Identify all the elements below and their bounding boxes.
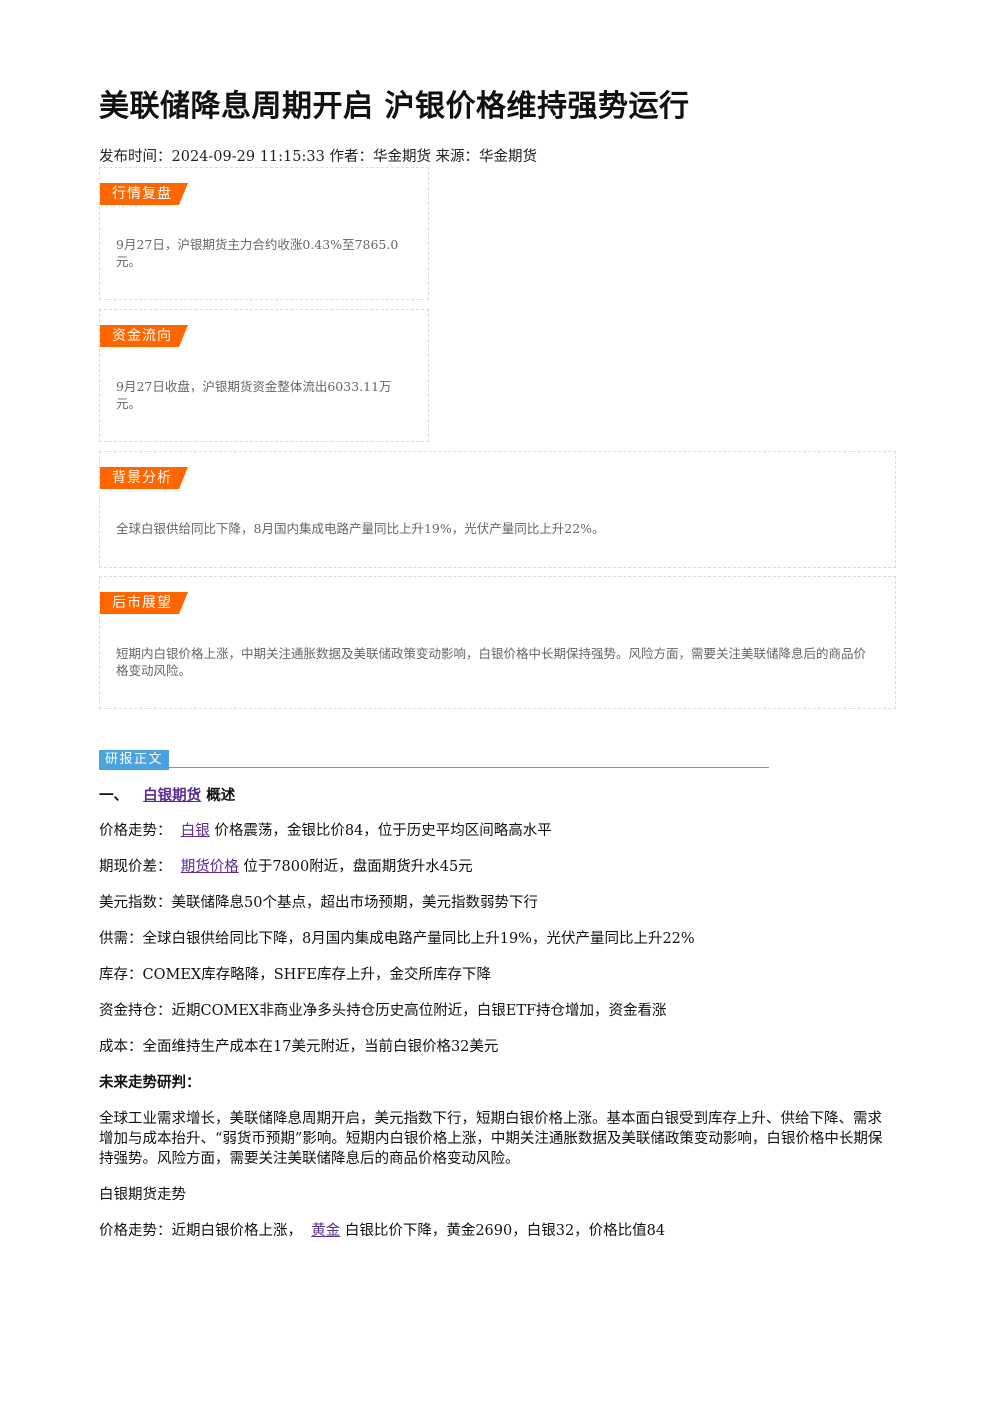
cost-line: 成本：全面维持生产成本在17美元附近，当前白银价格32美元 <box>99 1039 499 1055</box>
price-trend-line: 价格走势： 白银 价格震荡，金银比价84，位于历史平均区间略高水平 <box>99 821 889 841</box>
price-trend-suffix: 价格震荡，金银比价84，位于历史平均区间略高水平 <box>214 823 552 839</box>
outlook-heading: 未来走势研判： <box>99 1075 201 1091</box>
usd-index-line: 美元指数：美联储降息50个基点，超出市场预期，美元指数弱势下行 <box>99 895 538 911</box>
market-review-text: 9月27日，沪银期货主力合约收涨0.43%至7865.0元。 <box>116 237 399 269</box>
basis-line: 期现价差： 期货价格 位于7800附近，盘面期货升水45元 <box>99 857 889 877</box>
price-trend-prefix: 价格走势： <box>99 823 172 839</box>
page-title: 美联储降息周期开启 沪银价格维持强势运行 <box>99 89 690 124</box>
outlook-box: 后市展望 短期内白银价格上涨，中期关注通胀数据及美联储政策变动影响，白银价格中长… <box>99 576 896 709</box>
price-trend2-prefix: 价格走势：近期白银价格上涨， <box>99 1223 302 1239</box>
outlook-paragraph: 全球工业需求增长，美联储降息周期开启，美元指数下行，短期白银价格上涨。基本面白银… <box>99 1111 883 1167</box>
market-review-tag: 行情复盘 <box>100 183 188 205</box>
price-trend2-suffix: 白银比价下降，黄金2690，白银32，价格比值84 <box>344 1223 666 1239</box>
background-analysis-tag: 背景分析 <box>100 467 188 489</box>
fund-flow-text: 9月27日收盘，沪银期货资金整体流出6033.11万元。 <box>116 379 392 411</box>
fund-flow-box: 资金流向 9月27日收盘，沪银期货资金整体流出6033.11万元。 <box>99 309 429 442</box>
futures-price-link[interactable]: 期货价格 <box>180 859 239 875</box>
gold-link[interactable]: 黄金 <box>311 1223 341 1239</box>
positions-line: 资金持仓：近期COMEX非商业净多头持仓历史高位附近，白银ETF持仓增加，资金看… <box>99 1003 667 1019</box>
basis-suffix: 位于7800附近，盘面期货升水45元 <box>243 859 473 875</box>
inventory-line: 库存：COMEX库存略降，SHFE库存上升，金交所库存下降 <box>99 967 491 983</box>
market-review-box: 行情复盘 9月27日，沪银期货主力合约收涨0.43%至7865.0元。 <box>99 167 429 300</box>
article-meta: 发布时间：2024-09-29 11:15:33 作者：华金期货 来源：华金期货 <box>99 149 538 165</box>
heading-prefix: 一、 <box>99 788 128 804</box>
basis-prefix: 期现价差： <box>99 859 172 875</box>
outlook-text: 短期内白银价格上涨，中期关注通胀数据及美联储政策变动影响，白银价格中长期保持强势… <box>116 646 867 678</box>
section-label: 研报正文 <box>99 750 170 770</box>
fund-flow-tag: 资金流向 <box>100 325 188 347</box>
silver-link[interactable]: 白银 <box>180 823 210 839</box>
price-trend-line-2: 价格走势：近期白银价格上涨， 黄金 白银比价下降，黄金2690，白银32，价格比… <box>99 1221 889 1241</box>
background-analysis-box: 背景分析 全球白银供给同比下降，8月国内集成电路产量同比上升19%，光伏产量同比… <box>99 451 896 568</box>
background-analysis-text: 全球白银供给同比下降，8月国内集成电路产量同比上升19%，光伏产量同比上升22%… <box>116 521 605 536</box>
outlook-tag: 后市展望 <box>100 592 188 614</box>
supply-demand-line: 供需：全球白银供给同比下降，8月国内集成电路产量同比上升19%，光伏产量同比上升… <box>99 931 695 947</box>
heading-overview: 一、 白银期货 概述 <box>99 786 889 806</box>
heading-suffix: 概述 <box>206 788 236 804</box>
section-divider <box>99 767 769 768</box>
futures-trend-heading: 白银期货走势 <box>99 1187 186 1203</box>
silver-futures-link[interactable]: 白银期货 <box>143 788 202 804</box>
